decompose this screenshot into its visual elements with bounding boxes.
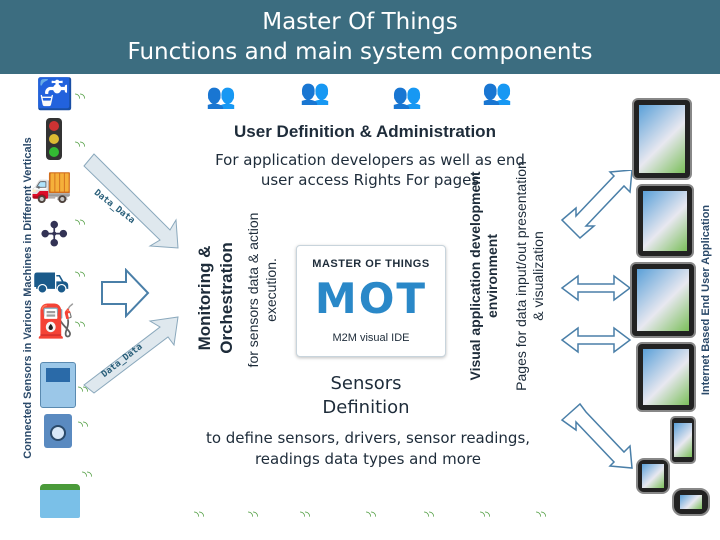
wifi-icon: ◝◝: [194, 509, 205, 524]
user-admin-title: User Definition & Administration: [234, 122, 496, 141]
washing-machine-icon: [44, 414, 72, 448]
smartwatch-device-icon: [636, 458, 670, 494]
atm-icon: [40, 362, 76, 408]
monitoring-subtitle: for sensors data & action execution.: [245, 212, 279, 368]
mot-logo: MASTER OF THINGS MOT M2M visual IDE: [296, 245, 446, 357]
wifi-icon: ◝◝: [75, 269, 86, 284]
wifi-icon: ◝◝: [75, 139, 86, 154]
user-admin-body: For application developers as well as en…: [215, 151, 525, 189]
faucet-icon: 🚰: [36, 77, 74, 112]
wifi-icon: ◝◝: [536, 509, 547, 524]
wifi-icon: ◝◝: [366, 509, 377, 524]
wifi-icon: ◝◝: [480, 509, 491, 524]
wifi-icon: ◝◝: [78, 419, 89, 434]
tablet-device-icon: [636, 342, 696, 412]
truck-icon: 🚚: [30, 165, 73, 205]
wifi-icon: ◝◝: [78, 384, 89, 399]
tablet-device-icon: [632, 98, 692, 180]
logo-top-text: MASTER OF THINGS: [312, 258, 430, 270]
upper-data-stream: [83, 153, 179, 249]
output-arrows: [560, 170, 633, 469]
monitoring-title: Monitoring & Orchestration: [195, 242, 236, 354]
wifi-icon: ◝◝: [75, 91, 86, 106]
logo-caption: M2M visual IDE: [332, 332, 410, 344]
oil-pump-icon: ⛽: [36, 302, 76, 340]
sensors-def-body: to define sensors, drivers, sensor readi…: [205, 429, 531, 468]
logo-mark: MOT: [314, 274, 428, 323]
right-vertical-label: Internet Based End User Application: [700, 204, 712, 396]
header-banner: [0, 0, 720, 74]
wifi-icon: ◝◝: [300, 509, 311, 524]
tablet-device-icon: [630, 262, 696, 338]
wifi-icon: ◝◝: [82, 469, 93, 484]
tablet-device-icon: [636, 184, 694, 258]
house-icon: [40, 484, 80, 518]
lower-data-stream: [83, 316, 179, 394]
smartphone-device-icon: [670, 416, 696, 464]
user-group-icon: 👥: [392, 82, 422, 110]
wifi-icon: ◝◝: [75, 217, 86, 232]
wind-turbine-icon: ✣: [40, 215, 69, 255]
handheld-device-icon: [672, 488, 710, 516]
sensors-def-title: Sensors Definition: [322, 373, 410, 418]
input-arrow-icon: [101, 268, 150, 318]
user-group-icon: 👥: [300, 78, 330, 106]
visual-app-subtitle: Pages for data input/out presentation & …: [513, 161, 546, 391]
wifi-icon: ◝◝: [248, 509, 259, 524]
user-group-icon: 👥: [206, 82, 236, 110]
wifi-icon: ◝◝: [424, 509, 435, 524]
user-group-icon: 👥: [482, 78, 512, 106]
title-line-2: Functions and main system components: [127, 39, 593, 65]
traffic-light-icon: [46, 118, 62, 160]
wifi-icon: ◝◝: [75, 319, 86, 334]
visual-app-title: Visual application development environme…: [467, 171, 500, 381]
tanker-icon: ⛟: [32, 265, 70, 300]
title-line-1: Master Of Things: [262, 9, 458, 35]
